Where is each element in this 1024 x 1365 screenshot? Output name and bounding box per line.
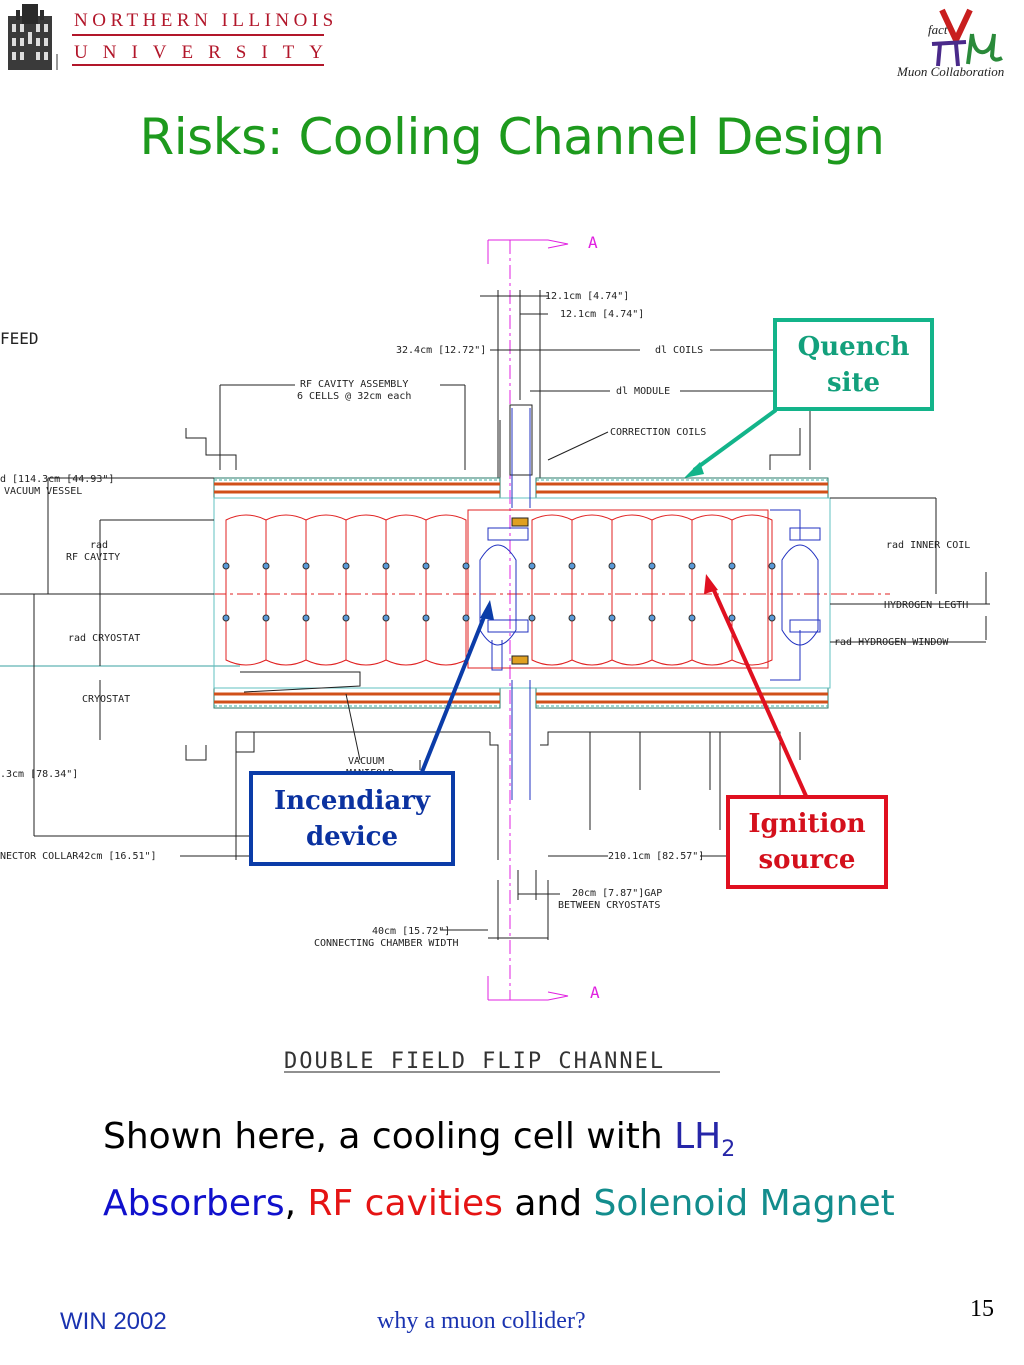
university-name-line2: UNIVERSITY (74, 42, 338, 63)
label-correction-coils: CORRECTION COILS (610, 427, 706, 438)
callout-incendiary-line2: device (305, 821, 399, 852)
drawing-labels: 12.1cm [4.74"] 12.1cm [4.74"] 32.4cm [12… (0, 233, 970, 1074)
label-hydrogen-legth: HYDROGEN LEGTH (884, 600, 968, 611)
callout-quench-site: Quench site (773, 318, 934, 411)
slide-caption: Shown here, a cooling cell with LH2 Abso… (103, 1110, 895, 1231)
label-section-a-bottom: A (590, 983, 600, 1002)
footer-event: WIN 2002 (60, 1308, 167, 1335)
page-number: 15 (970, 1296, 994, 1322)
callout-ignition-line2: source (758, 845, 856, 875)
niu-building-icon (8, 4, 58, 70)
caption-and: and (502, 1183, 594, 1225)
caption-lh: LH (674, 1116, 722, 1157)
label-dl-coils: dl COILS (655, 345, 703, 356)
label-vacuum: VACUUM (348, 756, 384, 767)
callout-quench-line2: site (826, 367, 881, 398)
caption-rf-cavities: RF cavities (307, 1183, 503, 1225)
label-feed: FEED (0, 329, 39, 348)
caption-lh-subscript: 2 (721, 1137, 736, 1163)
label-chamber-width: CONNECTING CHAMBER WIDTH (314, 938, 459, 949)
label-width-dim: 40cm [15.72"] (372, 926, 450, 937)
label-dim-121b: 12.1cm [4.74"] (560, 309, 644, 320)
label-inner-coil: rad INNER COIL (886, 540, 970, 551)
label-dim-2101: 210.1cm [82.57"] (608, 851, 704, 862)
label-vessel-dim: d [114.3cm [44.93"] (0, 474, 114, 485)
label-rf-assembly: RF CAVITY ASSEMBLY (300, 379, 408, 390)
caption-comma: , (284, 1183, 308, 1225)
label-dim-78: .3cm [78.34"] (0, 769, 78, 780)
label-dim-121a: 12.1cm [4.74"] (545, 291, 629, 302)
label-dl-module: dl MODULE (616, 386, 670, 397)
university-name-line1: NORTHERN ILLINOIS (74, 10, 338, 31)
quench-arrow (692, 408, 778, 472)
caption-line1: Shown here, a cooling cell with LH2 (103, 1110, 895, 1177)
label-rf-cells: 6 CELLS @ 32cm each (297, 391, 411, 402)
collab-prefix: fact (928, 22, 948, 37)
label-cryostat: CRYOSTAT (82, 694, 130, 705)
slide-title: Risks: Cooling Channel Design (139, 108, 885, 166)
caption-absorbers: Absorbers (103, 1183, 285, 1225)
caption-solenoid-magnet: Solenoid Magnet (593, 1183, 895, 1225)
ignition-arrow (710, 585, 808, 797)
drawing-title: DOUBLE FIELD FLIP CHANNEL (284, 1049, 665, 1074)
callout-incendiary-device: Incendiary device (249, 771, 455, 866)
caption-line2: Absorbers, RF cavities and Solenoid Magn… (103, 1177, 895, 1231)
cooling-channel-drawing: 12.1cm [4.74"] 12.1cm [4.74"] 32.4cm [12… (0, 233, 990, 1074)
label-rad-cryostat: rad CRYOSTAT (68, 633, 140, 644)
incendiary-arrow (420, 611, 488, 773)
label-section-a-top: A (588, 233, 598, 252)
label-dim-324: 32.4cm [12.72"] (396, 345, 486, 356)
label-hydrogen-window: rad HYDROGEN WINDOW (834, 637, 949, 648)
collab-name: Muon Collaboration (897, 64, 1005, 79)
label-gap: 20cm [7.87"]GAP (572, 888, 662, 899)
label-rf-cavity: RF CAVITY (66, 552, 120, 563)
callout-ignition-line1: Ignition (748, 809, 866, 839)
footer-talk-title: why a muon collider? (377, 1308, 586, 1334)
nu-mu-symbol-icon (931, 8, 1003, 67)
caption-text: Shown here, a cooling cell with (103, 1116, 675, 1157)
label-rad: rad (90, 540, 108, 551)
callout-incendiary-line1: Incendiary (273, 785, 431, 816)
label-vacuum-vessel: VACUUM VESSEL (4, 486, 82, 497)
callout-ignition-source: Ignition source (726, 795, 888, 889)
label-between-cryostats: BETWEEN CRYOSTATS (558, 900, 660, 911)
callout-arrows (420, 408, 808, 797)
label-connector-collar: NECTOR COLLAR42cm [16.51"] (0, 851, 157, 862)
callout-quench-line1: Quench (797, 331, 910, 362)
